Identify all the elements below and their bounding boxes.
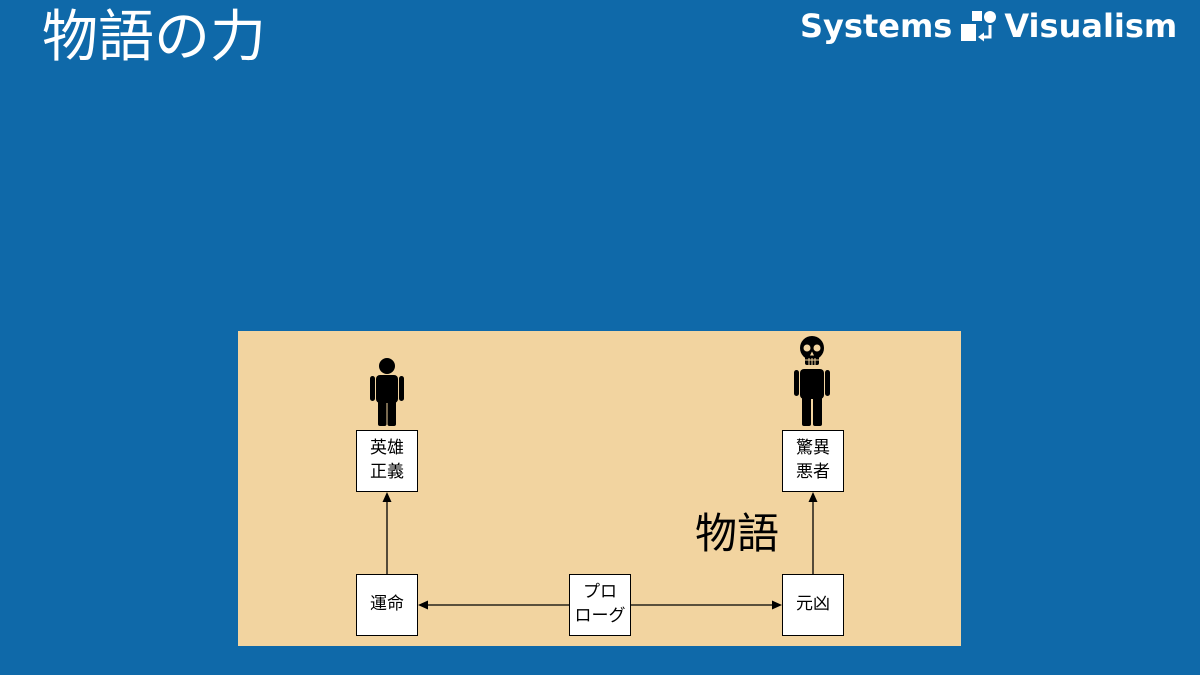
person-icon xyxy=(370,358,404,426)
node-hero: 英雄 正義 xyxy=(356,430,418,492)
node-hero-line2: 正義 xyxy=(370,462,404,482)
story-diagram-panel: 英雄 正義 驚異 悪者 運命 プロ ローグ 元凶 物語 xyxy=(238,331,961,646)
slide-title: 物語の力 xyxy=(42,5,266,70)
brand-logo: Systems Visualism xyxy=(800,6,1177,46)
node-culprit-line1: 元凶 xyxy=(796,594,830,615)
node-fate: 運命 xyxy=(356,574,418,636)
node-fate-line1: 運命 xyxy=(370,594,404,615)
arrow-prologue-to-fate xyxy=(418,600,569,610)
node-villain-line1: 驚異 xyxy=(796,438,830,459)
node-prologue-line1: プロ xyxy=(583,582,617,603)
logo-text-visualism: Visualism xyxy=(1004,7,1178,45)
story-label: 物語 xyxy=(695,509,780,558)
diagram-connectors xyxy=(370,336,830,610)
node-prologue: プロ ローグ xyxy=(569,574,631,636)
node-villain: 驚異 悪者 xyxy=(782,430,844,492)
node-villain-line2: 悪者 xyxy=(796,462,830,482)
arrow-prologue-to-culprit xyxy=(631,600,782,610)
arrow-fate-to-hero xyxy=(382,492,392,574)
node-prologue-line2: ローグ xyxy=(574,606,626,626)
logo-text-systems: Systems xyxy=(800,7,953,45)
node-culprit: 元凶 xyxy=(782,574,844,636)
logo-icon xyxy=(961,11,997,42)
node-hero-line1: 英雄 xyxy=(370,438,404,459)
arrow-culprit-to-villain xyxy=(808,492,818,574)
skull-person-icon xyxy=(794,336,830,426)
